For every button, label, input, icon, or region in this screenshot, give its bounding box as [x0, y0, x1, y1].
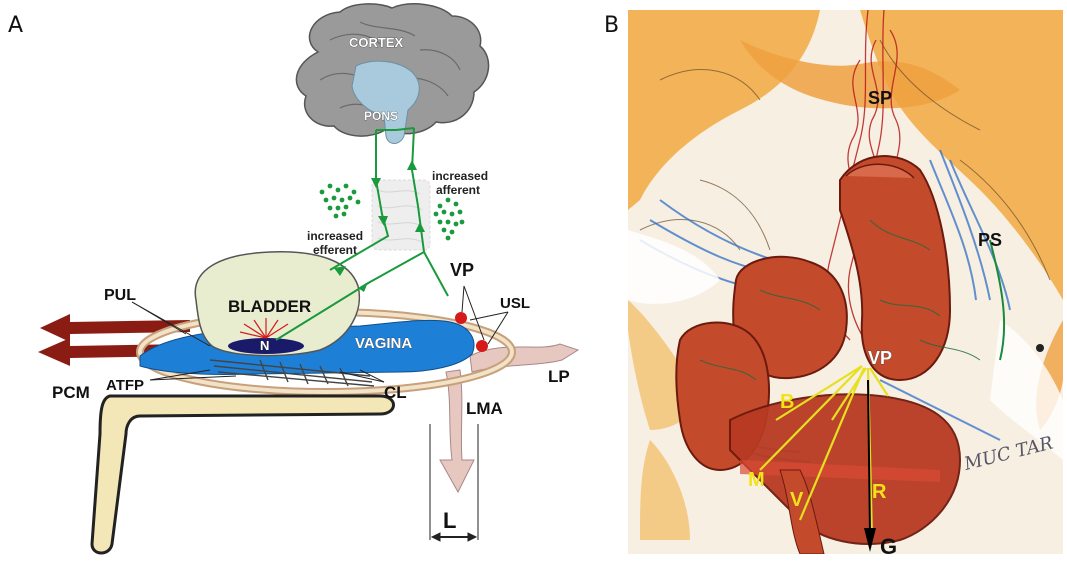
l-label: L	[443, 508, 456, 533]
pul-label: PUL	[104, 287, 136, 304]
panel-b-letter: B	[604, 13, 619, 38]
cl-label: CL	[384, 383, 407, 402]
increased-afferent-label-line1: increased	[432, 169, 488, 183]
lp-label: LP	[548, 367, 570, 386]
lma-ligament	[440, 370, 474, 492]
increased-afferent-label-line2: afferent	[436, 183, 480, 197]
b-label: B	[780, 391, 794, 413]
bladder-label: BLADDER	[228, 297, 311, 316]
lma-label: LMA	[466, 399, 503, 418]
efferent-dot-cluster	[320, 184, 361, 219]
n-label: N	[260, 338, 269, 353]
vagina-label: VAGINA	[355, 335, 412, 352]
r-label: R	[872, 481, 887, 503]
m-label: M	[748, 469, 765, 491]
g-label: G	[880, 534, 897, 559]
vp-b-label: VP	[868, 348, 892, 368]
pubic-bone	[92, 396, 394, 553]
ps-label: PS	[978, 230, 1002, 250]
panel-a: A CORTEX PONS	[8, 4, 578, 553]
anatomical-drawing	[628, 10, 1063, 554]
usl-label: USL	[500, 295, 530, 312]
pcm-label: PCM	[52, 383, 90, 402]
brain-illustration: CORTEX PONS	[296, 4, 488, 144]
vp-dot-upper	[455, 312, 467, 324]
sp-label: SP	[868, 88, 892, 108]
v-label: V	[790, 489, 804, 511]
panel-a-letter: A	[8, 13, 23, 38]
vp-label: VP	[450, 260, 474, 280]
cortex-label: CORTEX	[349, 35, 404, 50]
vp-dot-lower	[476, 340, 488, 352]
afferent-dot-cluster	[434, 198, 465, 241]
atfp-label: ATFP	[106, 377, 144, 394]
panel-b: B	[604, 10, 1063, 559]
increased-efferent-label-line1: increased	[307, 229, 363, 243]
pons-label: PONS	[364, 109, 398, 123]
increased-efferent-label-line2: efferent	[313, 243, 357, 257]
